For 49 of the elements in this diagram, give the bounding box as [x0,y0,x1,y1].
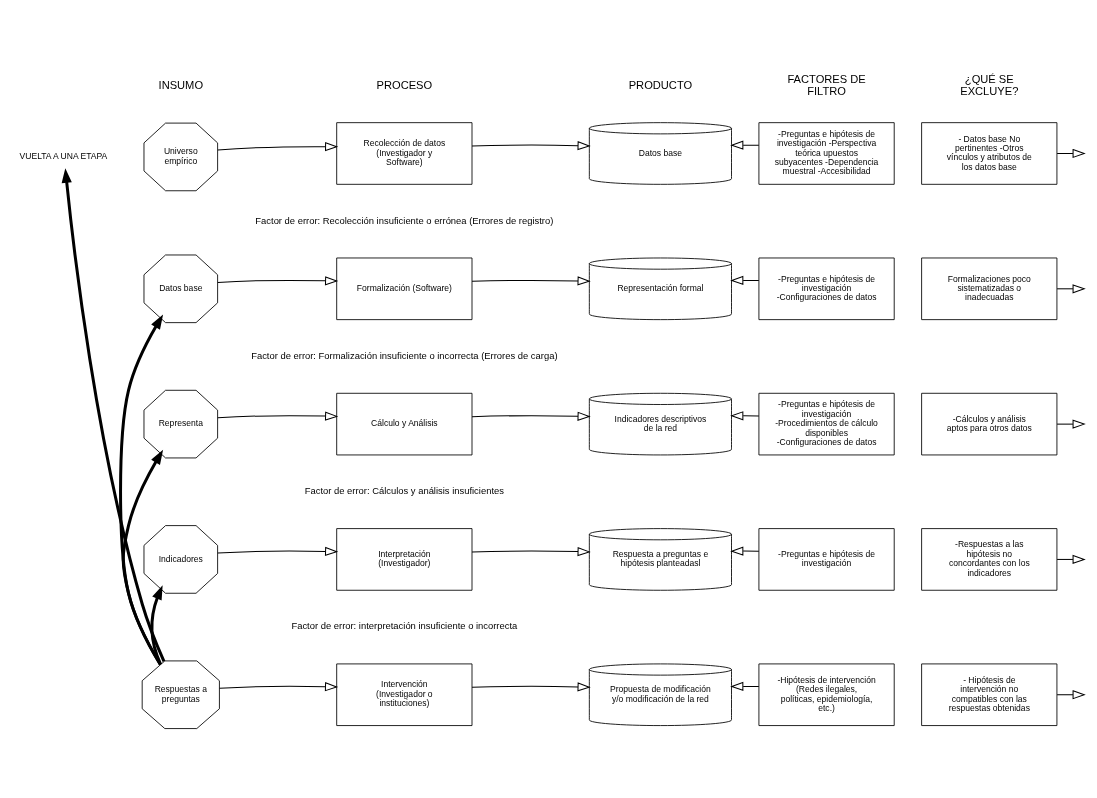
node-box: Formalización (Software) [336,257,473,320]
arrow [119,314,164,665]
arrow [471,681,591,691]
node-box: Recolección de datos (Investigador y Software) [336,121,473,185]
node-box: -Preguntas e hipótesis de investigación [758,527,895,591]
arrow [219,681,339,691]
node-box: Interpretación (Investigador) [336,527,473,591]
label: PRODUCTO [628,78,693,91]
node-box: -Hipótesis de intervención (Redes ilegales, políticas, epidemiología, etc.) [758,663,895,726]
arrow [471,411,591,421]
arrow [471,275,591,286]
arrow [730,140,760,150]
label: Factor de error: interpretación insuficiente o incorrecta [291,619,518,631]
arrow [217,275,339,285]
arrow [730,410,760,420]
arrow [730,681,760,691]
arrow [1056,419,1086,429]
node-box: -Preguntas e hipótesis de investigación -Procedimientos de cálculo disponibles -Configuraciones de datos [758,392,895,455]
arrow [471,546,591,556]
node-text: VUELTA A UNA ETAPA [19,150,108,161]
node-box: Formalizaciones poco sistematizadas o inadecuadas [921,257,1058,320]
node-box: -Preguntas e hipótesis de investigación -Perspectiva teórica upuestos subyacentes -Dependencia muestral -Accesibilidad [758,121,895,185]
label: Factor de error: Recolección insuficiente o errónea (Errores de registro) [255,214,554,226]
arrow [61,167,166,662]
arrow [471,140,591,150]
label: INSUMO [158,78,204,91]
node-box: -Cálculos y análisis aptos para otros datos [921,392,1058,455]
label: FACTORES DE FILTRO [787,72,866,97]
arrow [1056,554,1086,564]
label: PROCESO [376,78,433,91]
arrow [217,141,339,151]
label: Factor de error: Cálculos y análisis insuficientes [304,484,504,496]
arrow [121,449,164,665]
node-box: Intervención (Investigador o instituciones) [336,663,473,726]
node-box: -Respuestas a las hipótesis no concordantes con los indicadores [921,527,1058,591]
label: ¿QUÉ SE EXCLUYE? [960,72,1019,97]
node-box: - Hipótesis de intervención no compatibles con las respuestas obtenidas [921,663,1058,726]
arrow [730,275,760,285]
label: Factor de error: Formalización insuficiente o incorrecta (Errores de carga) [251,349,558,361]
arrow [150,584,163,665]
arrow [1056,283,1086,293]
arrow [217,411,339,421]
node-box: -Preguntas e hipótesis de investigación -Configuraciones de datos [758,257,895,320]
arrow [730,545,760,556]
node-box: - Datos base No pertinentes -Otros vínculos y atributos de los datos base [921,121,1058,185]
arrow [1056,148,1086,158]
arrow [1056,689,1086,699]
arrow [217,546,339,556]
node-box: Cálculo y Análisis [336,392,473,455]
